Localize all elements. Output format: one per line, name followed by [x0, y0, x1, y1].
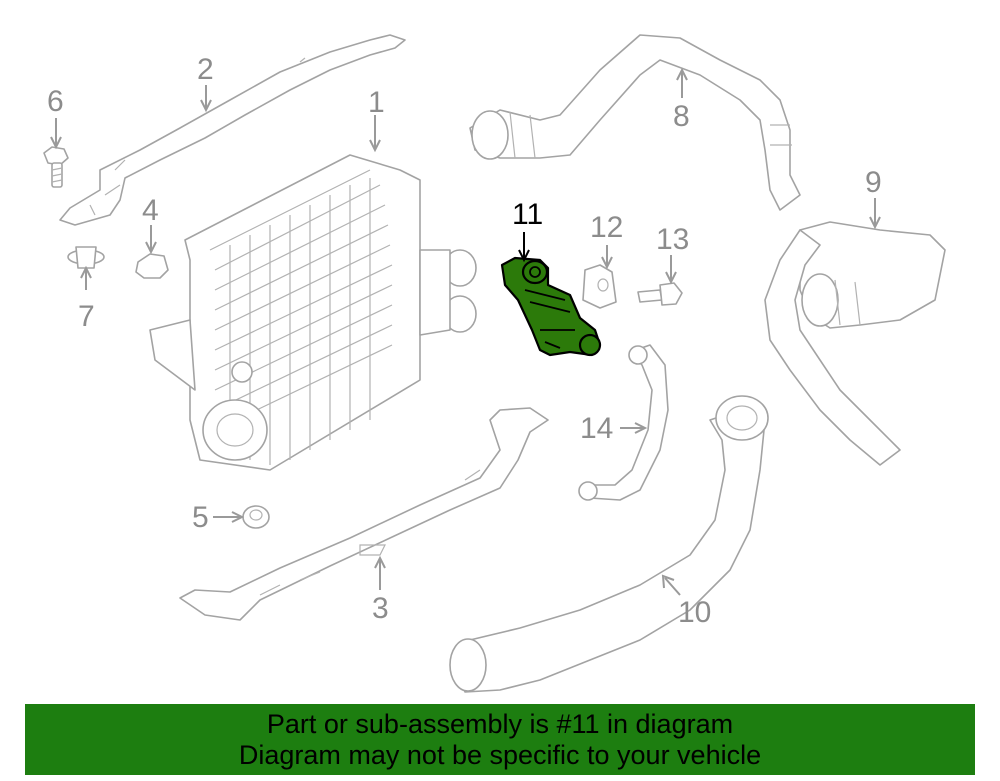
- callout-12: 12: [590, 211, 624, 244]
- part-14-small-hose: [578, 344, 669, 501]
- part-4-grommet: [135, 253, 169, 279]
- callout-8: 8: [673, 100, 690, 133]
- callout-9: 9: [865, 166, 882, 199]
- callout-5: 5: [192, 501, 209, 534]
- banner-line-2: Diagram may not be specific to your vehi…: [238, 740, 762, 770]
- callout-6: 6: [47, 85, 64, 118]
- parts-diagram: [43, 34, 946, 693]
- banner-line-1: Part or sub-assembly is #11 in diagram: [266, 709, 734, 739]
- callout-10: 10: [678, 596, 712, 629]
- part-5-plug: [242, 505, 270, 529]
- leader-lines: [50, 67, 881, 596]
- part-2-upper-bracket: [59, 34, 406, 226]
- callout-1: 1: [368, 86, 385, 119]
- callout-3: 3: [372, 592, 389, 625]
- part-7-clip: [67, 246, 105, 269]
- part-3-lower-bracket: [179, 407, 549, 621]
- part-11-highlighted-valve: [500, 256, 602, 357]
- part-8-upper-hose: [469, 34, 801, 211]
- info-banner: Part or sub-assembly is #11 in diagram D…: [25, 704, 975, 775]
- part-10-long-hose: [449, 395, 769, 693]
- part-9-right-hose: [764, 221, 946, 466]
- part-12-bracket: [582, 264, 617, 309]
- diagram-drawing: [43, 34, 946, 693]
- part-1-intercooler: [149, 154, 477, 471]
- callout-13: 13: [656, 223, 690, 256]
- callout-14: 14: [580, 412, 614, 445]
- part-6-bolt: [43, 146, 69, 188]
- callout-4: 4: [142, 194, 159, 227]
- callout-7: 7: [78, 300, 95, 333]
- callout-2: 2: [197, 53, 214, 86]
- callout-11: 11: [512, 198, 544, 231]
- part-13-bolt: [637, 282, 683, 306]
